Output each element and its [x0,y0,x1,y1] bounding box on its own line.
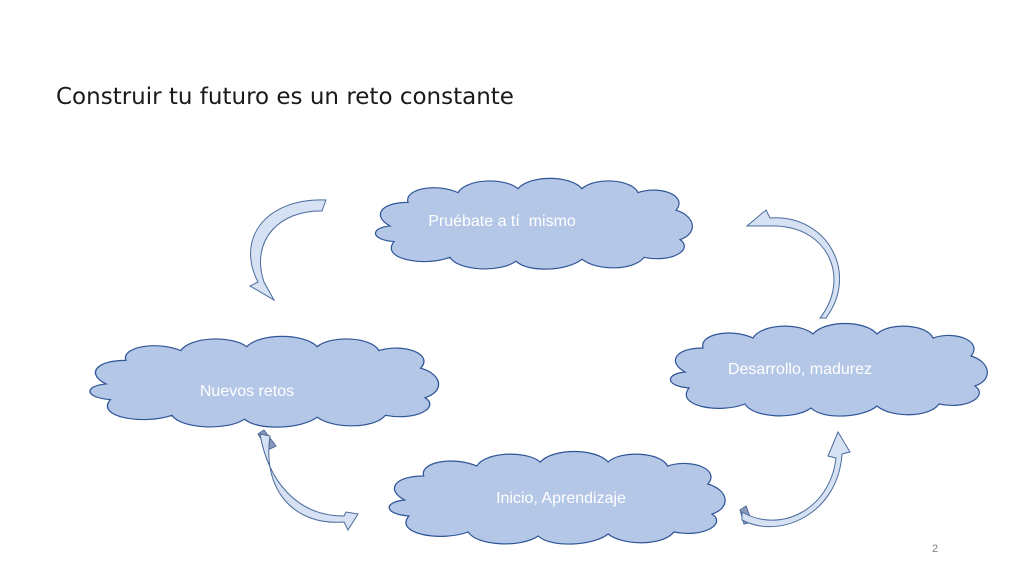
curved-arrow-top-left [248,199,327,302]
cloud-label-desarrollo: Desarrollo, madurez [728,361,872,378]
slide-title: Construir tu futuro es un reto constante [56,84,514,110]
curved-arrow-top-right [745,209,841,319]
curved-arrow-body [741,430,851,528]
cloud-shape [89,335,440,428]
curved-arrow-body [248,199,327,302]
curved-arrow-body [259,433,359,532]
cloud-label-inicio: Inicio, Aprendizaje [496,490,626,507]
curved-arrow-body [745,209,841,319]
cloud-nuevos-retos [89,335,440,428]
cloud-label-nuevos-retos: Nuevos retos [200,383,294,400]
curved-arrow-bottom-right [739,430,851,528]
page-number: 2 [932,543,939,555]
curved-arrow-bottom-left [257,429,359,532]
cloud-label-pruebate: Pruébate a tí mismo [428,213,576,230]
